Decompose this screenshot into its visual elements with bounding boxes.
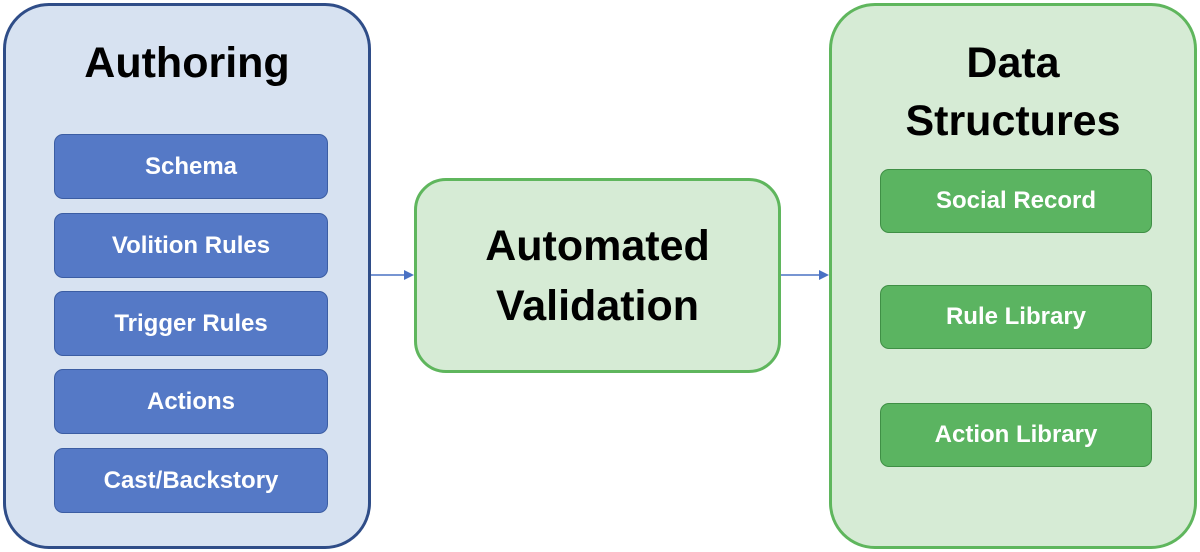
action-library-box: Action Library [880, 403, 1152, 467]
validation-title-line2: Validation [495, 281, 700, 330]
arrow-authoring-to-validation [371, 270, 414, 280]
validation-title: Automated Validation [485, 216, 710, 336]
trigger-rules-box: Trigger Rules [54, 291, 328, 356]
data-structures-title: Data Structures [832, 34, 1194, 150]
social-record-box: Social Record [880, 169, 1152, 233]
volition-rules-box: Volition Rules [54, 213, 328, 278]
schema-box: Schema [54, 134, 328, 199]
validation-panel: Automated Validation [414, 178, 781, 373]
authoring-title: Authoring [84, 39, 290, 87]
authoring-panel: Authoring Schema Volition Rules Trigger … [3, 3, 371, 549]
data-structures-panel: Data Structures Social Record Rule Libra… [829, 3, 1197, 549]
actions-box: Actions [54, 369, 328, 434]
arrow-validation-to-data [781, 270, 829, 280]
data-structures-title-line1: Data [966, 39, 1060, 87]
data-structures-title-line2: Structures [905, 97, 1121, 145]
cast-backstory-box: Cast/Backstory [54, 448, 328, 513]
validation-title-line1: Automated [485, 221, 710, 270]
rule-library-box: Rule Library [880, 285, 1152, 349]
